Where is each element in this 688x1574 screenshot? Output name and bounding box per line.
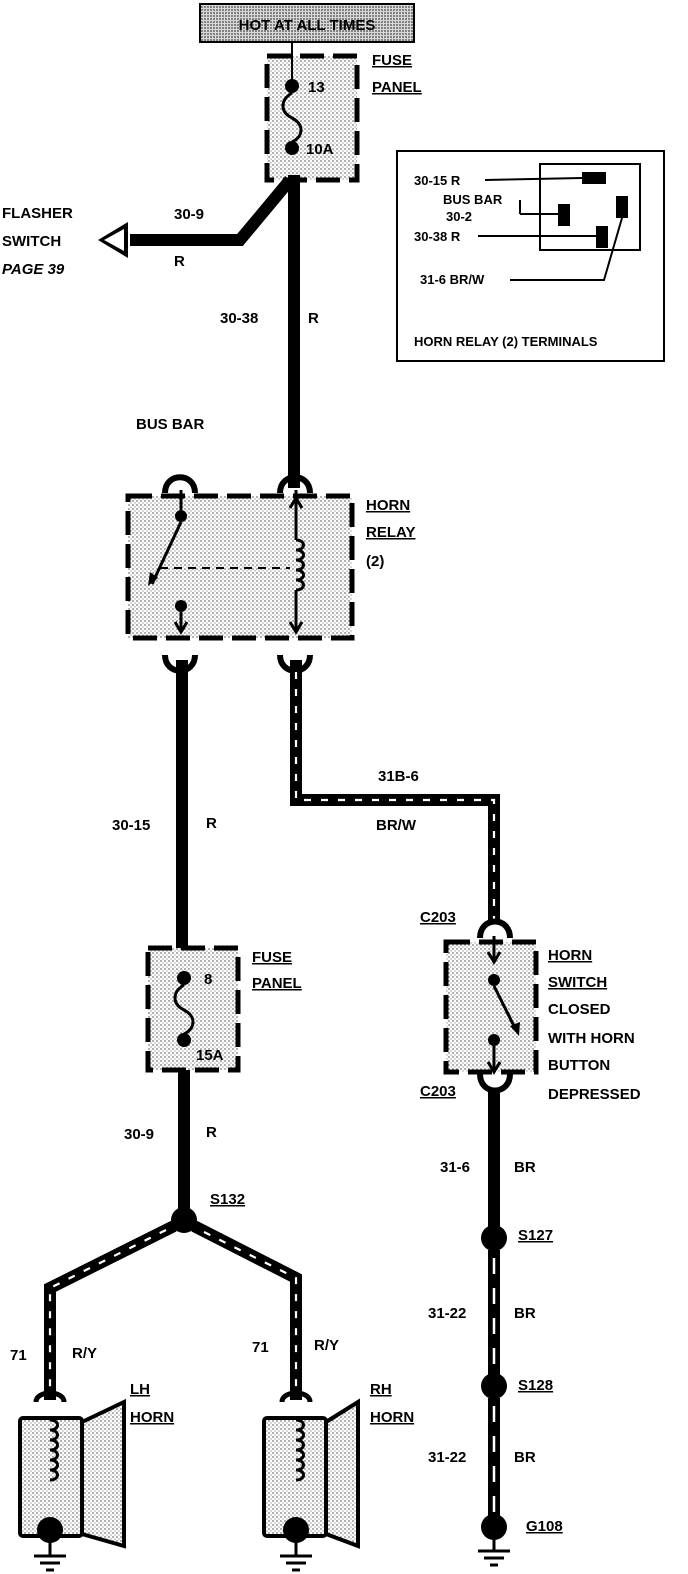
connector-bottom-label: C203 bbox=[420, 1083, 456, 1100]
fuse-bottom-rating: 15A bbox=[196, 1047, 224, 1064]
flasher-wire-30-9 bbox=[130, 176, 295, 246]
inset-label-30-38: 30-38 R bbox=[414, 229, 461, 244]
relay-connector-top-left bbox=[162, 474, 198, 494]
flasher-line1: FLASHER bbox=[2, 205, 73, 222]
wire-31-6-circuit: 31-6 bbox=[440, 1159, 470, 1176]
fuse-bottom-number: 8 bbox=[204, 971, 212, 988]
lh-horn-line2: HORN bbox=[130, 1409, 174, 1426]
bus-bar-label: BUS BAR bbox=[136, 416, 205, 433]
inset-label-31-6: 31-6 BR/W bbox=[420, 272, 485, 287]
horn-relay-line3: (2) bbox=[366, 553, 384, 570]
horn-coil-icon bbox=[295, 1418, 305, 1482]
relay-connector-top-right bbox=[277, 474, 313, 494]
horn-bell-icon bbox=[324, 1398, 360, 1549]
rh-horn: RH HORN bbox=[262, 1381, 414, 1572]
horn-wire-lh bbox=[44, 1220, 177, 1400]
fuse-top-name-line1: FUSE bbox=[372, 52, 412, 69]
ground-icon bbox=[34, 1554, 66, 1572]
wire-31b-6-circuit: 31B-6 bbox=[378, 768, 419, 785]
flasher-color: R bbox=[174, 253, 185, 270]
ground-icon bbox=[478, 1549, 510, 1567]
fuse-top-name-line2: PANEL bbox=[372, 79, 422, 96]
ground-g108-dot bbox=[481, 1514, 507, 1540]
splice-s128-label: S128 bbox=[518, 1377, 553, 1394]
rh-horn-wire-circuit: 71 bbox=[252, 1339, 269, 1356]
horn-switch-line2: SWITCH bbox=[548, 974, 607, 991]
horn-wire-rh bbox=[191, 1220, 302, 1400]
relay-switch-arm bbox=[150, 521, 183, 585]
inset-title: HORN RELAY (2) TERMINALS bbox=[414, 334, 598, 349]
inset-label-30-15: 30-15 R bbox=[414, 173, 461, 188]
feed-wire-circuit: 30-38 bbox=[220, 310, 258, 327]
flasher-circuit: 30-9 bbox=[174, 206, 204, 223]
fuse-element-icon bbox=[281, 91, 303, 144]
lh-horn: LH HORN bbox=[18, 1381, 174, 1572]
rh-horn-line2: HORN bbox=[370, 1409, 414, 1426]
horn-switch-line5: BUTTON bbox=[548, 1057, 610, 1074]
flasher-line2: SWITCH bbox=[2, 233, 61, 250]
connector-c203-bottom bbox=[477, 1073, 513, 1094]
fuse-top-rating: 10A bbox=[306, 141, 334, 158]
wire-30-15-circuit: 30-15 bbox=[112, 817, 150, 834]
hot-at-all-times-header: HOT AT ALL TIMES bbox=[199, 3, 415, 43]
lh-horn-line1: LH bbox=[130, 1381, 150, 1398]
ground-g108-label: G108 bbox=[526, 1518, 563, 1535]
terminal-30-2 bbox=[558, 204, 570, 226]
fuse-element-icon bbox=[173, 983, 195, 1036]
horn-relay-line2: RELAY bbox=[366, 524, 415, 541]
fuse-panel-top: 13 10A FUSE PANEL bbox=[264, 42, 422, 183]
wire-30-9-circuit: 30-9 bbox=[124, 1126, 154, 1143]
horn-bell-icon bbox=[80, 1398, 126, 1549]
splice-s127-dot bbox=[481, 1225, 507, 1251]
terminal-31-6 bbox=[616, 196, 628, 218]
rh-horn-line1: RH bbox=[370, 1381, 392, 1398]
header-title: HOT AT ALL TIMES bbox=[239, 17, 376, 34]
rh-horn-wire-color: R/Y bbox=[314, 1337, 339, 1354]
wire-30-9-color: R bbox=[206, 1124, 217, 1141]
ground-icon bbox=[280, 1554, 312, 1572]
wire-31-6-color: BR bbox=[514, 1159, 536, 1176]
inset-label-30-2: 30-2 bbox=[446, 209, 472, 224]
wire-31-22-lower-color: BR bbox=[514, 1449, 536, 1466]
horn-relay-terminals-inset: 30-15 R BUS BAR 30-2 30-38 R 31-6 BR/W H… bbox=[396, 150, 665, 362]
flasher-page-ref: PAGE 39 bbox=[2, 261, 65, 278]
horn-switch: C203 C203 HORN SWITCH CLOSED WITH HORN B… bbox=[420, 909, 641, 1103]
splice-s132-label: S132 bbox=[210, 1191, 245, 1208]
lh-horn-wire-color: R/Y bbox=[72, 1345, 97, 1362]
wire-31-22-lower-circuit: 31-22 bbox=[428, 1449, 466, 1466]
relay-coil-icon bbox=[295, 538, 305, 592]
wire-31b-6 bbox=[290, 660, 500, 922]
horn-switch-line1: HORN bbox=[548, 947, 592, 964]
fuse-bottom-name-line2: PANEL bbox=[252, 975, 302, 992]
horn-relay: HORN RELAY (2) bbox=[125, 474, 415, 674]
wire-31-22-upper-color: BR bbox=[514, 1305, 536, 1322]
connector-c203-top bbox=[477, 918, 513, 939]
terminal-30-15 bbox=[582, 172, 606, 184]
horn-switch-line3: CLOSED bbox=[548, 1001, 611, 1018]
feed-wires bbox=[98, 175, 300, 488]
inset-label-bus-bar: BUS BAR bbox=[443, 192, 503, 207]
wire-31b-6-color: BR/W bbox=[376, 817, 417, 834]
horn-switch-line4: WITH HORN bbox=[548, 1030, 635, 1047]
wire-30-15-color: R bbox=[206, 815, 217, 832]
splice-s128-dot bbox=[481, 1373, 507, 1399]
flasher-switch-label: FLASHER SWITCH PAGE 39 30-9 R bbox=[2, 205, 204, 278]
splice-s127-label: S127 bbox=[518, 1227, 553, 1244]
feed-wire-color: R bbox=[308, 310, 319, 327]
fuse-bottom-name-line1: FUSE bbox=[252, 949, 292, 966]
wire-31-22-upper-circuit: 31-22 bbox=[428, 1305, 466, 1322]
lh-horn-wire-circuit: 71 bbox=[10, 1347, 27, 1364]
horn-coil-icon bbox=[49, 1418, 59, 1482]
fuse-panel-bottom: 8 15A FUSE PANEL bbox=[145, 945, 302, 1073]
fuse-top-number: 13 bbox=[308, 79, 325, 96]
horn-switch-line6: DEPRESSED bbox=[548, 1086, 641, 1103]
horn-relay-line1: HORN bbox=[366, 497, 410, 514]
terminal-30-38 bbox=[596, 226, 608, 248]
connector-top-label: C203 bbox=[420, 909, 456, 926]
splice-s132-dot bbox=[171, 1207, 197, 1233]
switch-arm bbox=[492, 985, 518, 1031]
